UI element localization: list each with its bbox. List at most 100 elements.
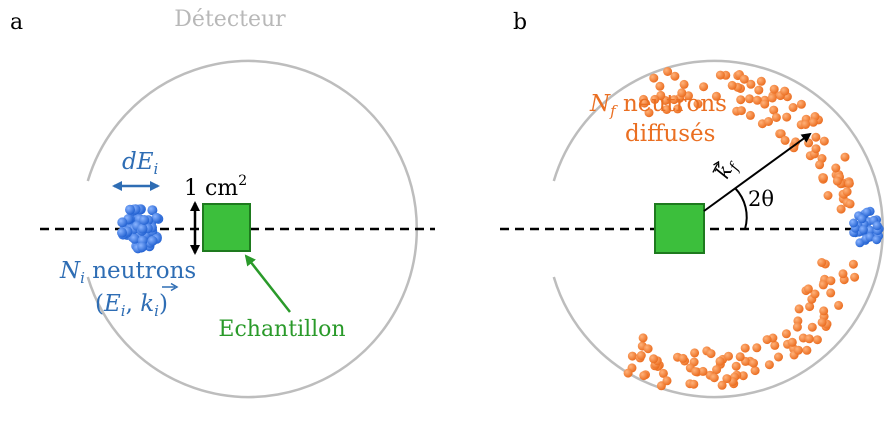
scattered-neutron xyxy=(712,365,722,375)
scattered-neutron xyxy=(801,120,811,129)
angle-label: 2θ xyxy=(748,187,774,211)
panel-b-letter: b xyxy=(513,10,527,35)
scattered-neutron xyxy=(776,129,786,139)
scattered-neutron xyxy=(655,81,665,91)
scattered-neutron xyxy=(808,117,818,127)
kf-label-group: kf xyxy=(710,159,744,182)
scattered-neutron xyxy=(774,352,783,362)
scattered-neutron xyxy=(693,99,703,109)
incident-neutron xyxy=(151,212,162,223)
scattered-neutron xyxy=(754,85,764,95)
incident-neutron xyxy=(117,227,127,238)
scattered-neutron xyxy=(762,335,772,345)
scattered-neutron xyxy=(787,337,797,347)
transmitted-neutron xyxy=(872,235,882,245)
scattered-neutron xyxy=(780,135,790,145)
transmitted-neutron xyxy=(857,214,867,224)
scattered-neutron xyxy=(623,368,633,378)
scattered-neutron xyxy=(699,82,709,92)
scattered-neutron xyxy=(649,354,659,364)
scattered-neutron xyxy=(717,380,727,390)
panel-a: a Détecteur dEi 1 cm2 Echantillon Ni neu… xyxy=(10,7,435,399)
panel-a-letter: a xyxy=(10,10,23,35)
scattered-neutron xyxy=(669,95,679,105)
incident-neutron xyxy=(139,215,150,225)
transmitted-neutron xyxy=(849,218,859,228)
scattered-neutron xyxy=(752,343,762,353)
scattered-neutron xyxy=(804,334,814,344)
scattered-neutron xyxy=(639,371,649,381)
scattered-neutron xyxy=(749,358,758,368)
scattered-neutron xyxy=(736,95,746,105)
scattered-label: diffusés xyxy=(625,121,715,147)
scattered-neutron xyxy=(844,178,854,188)
incident-state-label: (Ei, ki) xyxy=(95,291,168,320)
scattered-neutron-cloud xyxy=(623,67,860,391)
scattered-neutron xyxy=(738,371,748,381)
incident-neutron xyxy=(125,204,135,215)
scattered-neutron xyxy=(679,79,689,89)
scattered-neutron xyxy=(769,105,779,115)
scattered-neutron xyxy=(823,191,833,200)
scattered-neutron xyxy=(826,276,836,286)
transmitted-neutron-cluster xyxy=(849,206,884,248)
scattered-neutron xyxy=(731,361,741,371)
scattered-neutron xyxy=(745,94,754,104)
scattered-neutron xyxy=(805,302,815,312)
scattered-neutron xyxy=(819,173,828,183)
scattered-neutron xyxy=(752,95,762,105)
scattered-neutron xyxy=(715,70,725,80)
kf-arrow xyxy=(703,132,812,212)
scattered-neutron xyxy=(640,98,649,108)
scattered-neutron xyxy=(807,322,817,332)
scattered-neutron xyxy=(706,349,716,359)
scattered-neutron xyxy=(812,335,822,345)
scattered-neutron xyxy=(715,356,725,366)
scattered-neutron xyxy=(650,94,660,104)
scattered-count-label: Nf neutrons xyxy=(589,91,727,120)
incident-neutron xyxy=(137,241,148,252)
scattered-neutron xyxy=(638,333,648,343)
scattered-neutron xyxy=(643,344,653,354)
panel-b: b 2θ kf Nf neutrons diffusés xyxy=(500,10,884,399)
scattered-neutron xyxy=(769,84,779,94)
scattered-neutron xyxy=(848,259,858,269)
scattered-neutron xyxy=(735,352,745,362)
angle-arc xyxy=(734,187,748,230)
scattered-neutron xyxy=(804,138,814,148)
scattered-neutron xyxy=(690,348,700,358)
scattered-neutron xyxy=(764,360,774,370)
scattered-neutron xyxy=(689,379,699,389)
scattered-neutron xyxy=(842,187,852,197)
sample-square-b xyxy=(654,203,705,254)
scattered-neutron xyxy=(817,258,827,267)
scattered-neutron xyxy=(684,91,693,101)
incident-neutrons-label: Ni neutrons xyxy=(59,258,196,287)
scattered-neutron xyxy=(796,99,806,109)
scattered-neutron xyxy=(811,144,821,154)
scattered-neutron xyxy=(792,322,802,332)
scattered-neutron xyxy=(803,284,813,294)
scattered-neutron xyxy=(834,300,844,310)
scattered-neutron xyxy=(663,67,673,76)
transmitted-neutron xyxy=(862,207,872,217)
ki-vector-arrowhead xyxy=(170,282,179,292)
scattered-neutron xyxy=(771,113,781,122)
energy-spread-label: dEi xyxy=(122,149,159,178)
scattered-neutron xyxy=(739,74,749,84)
scattered-neutron xyxy=(636,351,646,360)
scattered-neutron xyxy=(756,76,766,86)
scattered-neutron xyxy=(836,204,846,214)
scattered-neutron xyxy=(780,86,790,96)
kf-vector-arrowhead xyxy=(713,160,720,168)
scattered-neutron xyxy=(819,306,829,316)
scattered-neutron xyxy=(831,163,841,173)
incident-neutron-cluster xyxy=(117,204,164,254)
scattered-neutron xyxy=(698,366,708,376)
scattered-neutron xyxy=(850,272,860,282)
sample-pointer-arrow xyxy=(244,254,291,313)
scattered-neutron xyxy=(724,351,733,361)
scattered-neutron xyxy=(815,160,825,170)
detector-label: Détecteur xyxy=(174,7,286,32)
